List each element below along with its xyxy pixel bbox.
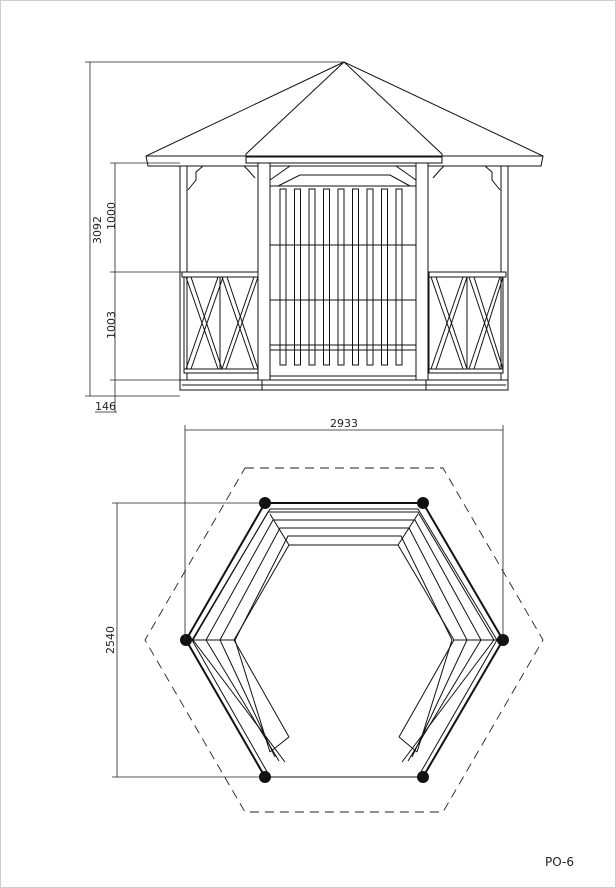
post-front-left: [257, 162, 271, 382]
wall-slat: [381, 188, 388, 366]
dim-base-height: 146: [95, 400, 116, 413]
post-marker: [417, 497, 429, 509]
roof-front-face: [245, 61, 443, 164]
post-marker: [417, 771, 429, 783]
dim-lower-height: 1003: [105, 311, 118, 339]
dim-plan-depth: 2540: [104, 626, 117, 654]
dim-total-height: 3092: [91, 216, 104, 244]
wall-slat: [337, 188, 345, 366]
dim-plan-width: 2933: [330, 417, 358, 430]
elevation-dimensions: 3092 1000 1003 146: [85, 61, 344, 413]
gazebo-plan: [144, 467, 544, 813]
plan-dimensions: 2933 2540: [104, 417, 504, 778]
gazebo-elevation: [145, 61, 544, 391]
post-front-right: [415, 162, 429, 382]
railing-right: [428, 271, 507, 374]
wall-slat: [323, 188, 330, 366]
wall-slat: [279, 188, 287, 366]
drawing-code: PO-6: [545, 855, 574, 869]
back-wall-panel: [269, 185, 417, 377]
post-marker: [180, 634, 192, 646]
back-wall-slats: [270, 188, 416, 366]
wall-slat: [366, 188, 374, 366]
wall-slat: [395, 188, 403, 366]
wall-slat: [352, 188, 359, 366]
dim-upper-height: 1000: [105, 202, 118, 230]
wall-slat: [308, 188, 316, 366]
wall-slat: [294, 188, 301, 366]
roof-outline-dashed: [144, 467, 544, 813]
railing-left: [181, 271, 259, 374]
